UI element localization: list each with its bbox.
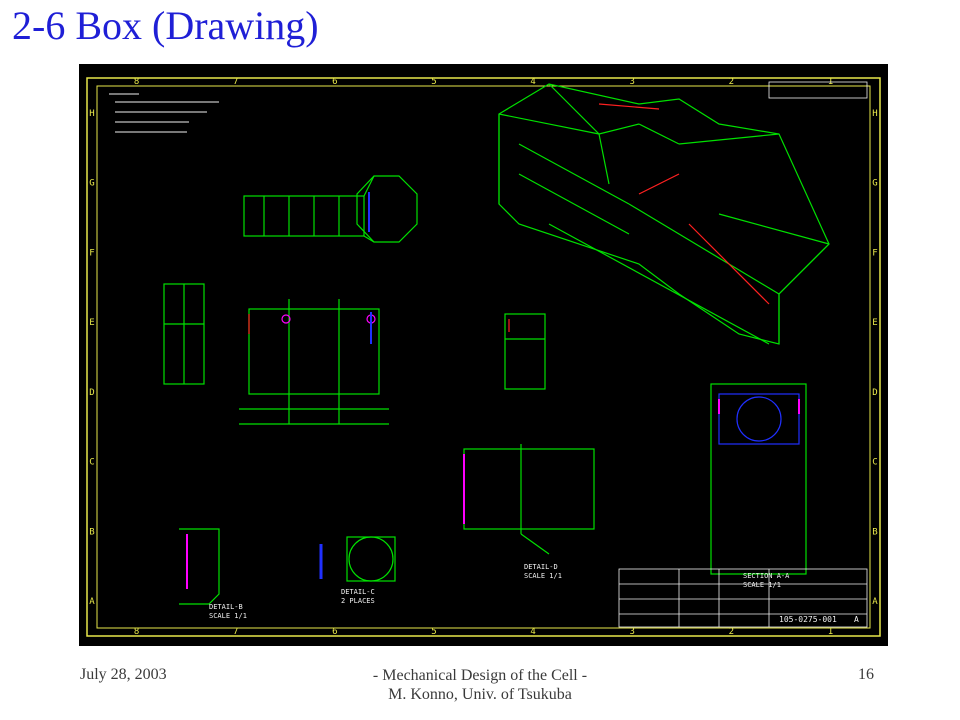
section-a-a	[710, 383, 807, 575]
isometric-view	[498, 83, 830, 345]
zone-row-label: F	[872, 248, 877, 258]
zone-row-label: G	[89, 179, 94, 189]
section-a-label: SECTION A-A	[743, 572, 790, 580]
zone-column-label: 1	[828, 627, 833, 637]
zone-column-label: 8	[134, 627, 139, 637]
notes-block	[109, 93, 219, 133]
drawing-border	[86, 77, 881, 637]
zone-row-label: A	[89, 597, 95, 607]
end-view	[163, 283, 205, 385]
zone-column-label: 3	[629, 77, 634, 87]
drawing-inner-border	[96, 85, 871, 629]
page-number: 16	[858, 666, 874, 683]
zone-row-label: E	[89, 318, 94, 328]
zone-column-label: 4	[530, 627, 535, 637]
zone-row-label: C	[89, 458, 94, 468]
zone-column-label: 8	[134, 77, 139, 87]
detail-c-label: DETAIL-C	[341, 588, 375, 596]
detail-b	[179, 528, 220, 605]
zone-row-label: G	[872, 179, 877, 189]
detail-b-scale: SCALE 1/1	[209, 612, 247, 620]
detail-d	[463, 444, 595, 555]
footer-center: - Mechanical Design of the Cell - M. Kon…	[300, 666, 660, 704]
footer-subtitle: - Mechanical Design of the Cell -	[372, 667, 588, 684]
detail-d-scale: SCALE 1/1	[524, 572, 562, 580]
footer-date: July 28, 2003	[80, 666, 167, 683]
zone-row-label: B	[872, 527, 877, 537]
title-block	[618, 81, 868, 628]
zone-column-label: 6	[332, 77, 337, 87]
detail-c-places: 2 PLACES	[341, 597, 375, 605]
zone-row-label: E	[872, 318, 877, 328]
zone-column-label: 7	[233, 77, 238, 87]
detail-c	[319, 536, 396, 582]
section-view-small	[504, 313, 546, 390]
zone-row-label: H	[89, 109, 94, 119]
zone-column-label: 7	[233, 627, 238, 637]
zone-column-label: 4	[530, 77, 535, 87]
zone-column-label: 2	[729, 77, 734, 87]
zone-column-label: 2	[729, 627, 734, 637]
zone-row-label: F	[89, 248, 94, 258]
zone-row-label: H	[872, 109, 877, 119]
footer-author: M. Konno, Univ. of Tsukuba	[388, 686, 572, 703]
zone-column-label: 3	[629, 627, 634, 637]
zone-row-label: A	[872, 597, 878, 607]
zone-row-label: C	[872, 458, 877, 468]
drawing-number: 105-0275-001	[779, 615, 837, 624]
zone-row-label: D	[872, 388, 877, 398]
zone-row-label: B	[89, 527, 94, 537]
zone-column-label: 5	[431, 77, 436, 87]
side-view	[243, 175, 418, 243]
section-a-scale: SCALE 1/1	[743, 581, 781, 589]
slide-title: 2-6 Box (Drawing)	[12, 3, 319, 48]
zone-column-label: 6	[332, 627, 337, 637]
detail-d-label: DETAIL-D	[524, 563, 558, 571]
detail-b-label: DETAIL-B	[209, 603, 243, 611]
zone-row-label: D	[89, 388, 94, 398]
drawing-revision: A	[854, 615, 859, 624]
front-view	[239, 299, 389, 425]
zone-column-label: 5	[431, 627, 436, 637]
